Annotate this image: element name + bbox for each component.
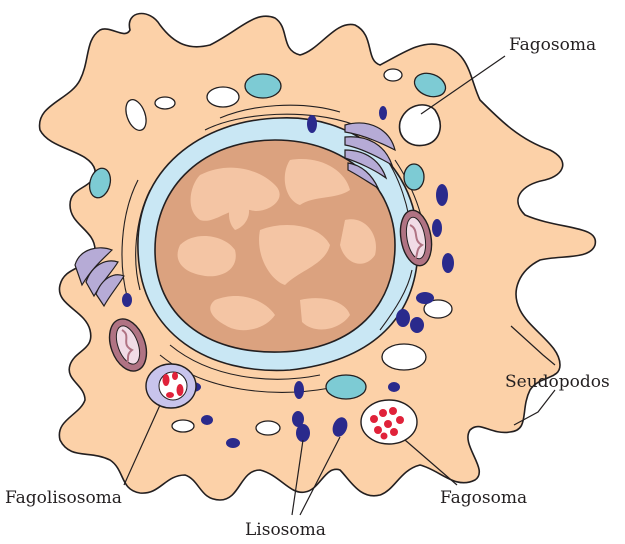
- label-seudopodos: Seudópodos: [505, 372, 610, 392]
- phagosome-top: [400, 105, 441, 146]
- phagosome-bottom: [361, 400, 417, 444]
- label-fagosoma-bottom: Fagosoma: [440, 488, 527, 508]
- phagolysosome: [146, 364, 196, 408]
- label-fagolisosoma: Fagolisosoma: [5, 488, 122, 508]
- label-fagosoma-top: Fagosoma: [509, 35, 596, 55]
- label-lisosoma: Lisosoma: [245, 520, 326, 540]
